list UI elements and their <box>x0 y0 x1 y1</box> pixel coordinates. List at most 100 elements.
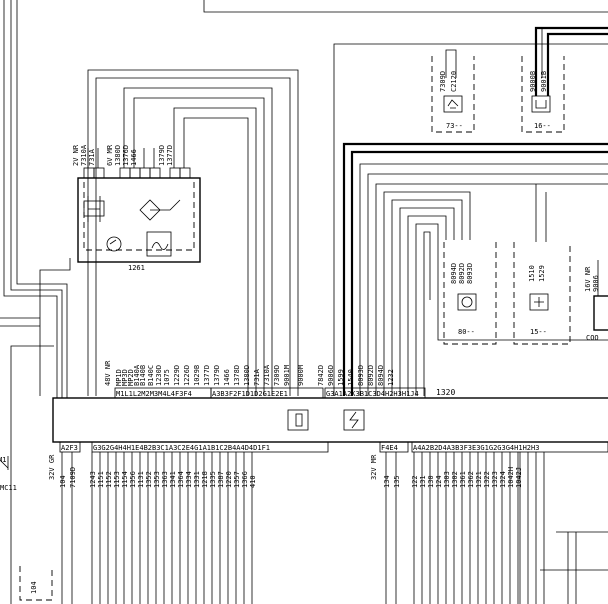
bottom-wire-label: 1366 <box>241 471 249 488</box>
connector-top-3-label: G3A1A2K3B1C3D4H2H3H1J4 <box>326 390 419 398</box>
top-wire-label: 8093D <box>357 365 365 386</box>
top-wire-label: 731A <box>253 368 261 386</box>
connector-top-1: M1L1L2M2M3M4L4F3F4 A3B3F2F1D1D2G1E2E1 G3… <box>114 387 426 399</box>
label-1466: 1466 <box>130 149 138 166</box>
component-15-label: 15-- <box>530 328 547 336</box>
bottom-wire-label: 1218 <box>201 471 209 488</box>
component-104[interactable]: 104 <box>19 566 53 601</box>
component-16[interactable]: 16-- <box>521 56 565 133</box>
bottom-wire-label: 1152 <box>105 471 113 488</box>
label-16v-nr: 16V NR <box>584 266 592 292</box>
component-80[interactable]: 80-- <box>443 242 497 345</box>
bottom-wire-label: 1042H <box>507 467 515 488</box>
top-wire-label: 1230D <box>155 365 163 386</box>
bottom-wire-label: 1324 <box>499 471 507 488</box>
bottom-wire-label: 1362 <box>467 471 475 488</box>
bottom-wire-label: 131 <box>419 475 427 488</box>
top-wire-label: 9001M <box>283 365 291 386</box>
bottom-wire-label: 1153 <box>113 471 121 488</box>
label-8092d: 8092D <box>458 263 466 284</box>
label-32v-gr: 32V GR <box>48 454 56 480</box>
bottom-wire-label: 410 <box>249 475 257 488</box>
bottom-wire-label: 1302 <box>451 471 459 488</box>
label-48v-nr: 48V NR <box>104 360 112 386</box>
top-wire-label: 1466 <box>223 369 231 386</box>
left-edge-wires <box>0 0 68 604</box>
top-wire-label: 8092D <box>367 365 375 386</box>
bottom-wire-label: 1352 <box>145 471 153 488</box>
sensor-icon <box>146 231 172 257</box>
component-80-label: 80-- <box>458 328 475 336</box>
bottom-wire-label: 1364 <box>177 471 185 488</box>
bottom-wire-label: 1220 <box>225 471 233 488</box>
bottom-wire-label: 1356 <box>129 471 137 488</box>
connector-bot-1-label: A2F3 <box>61 444 78 452</box>
bottom-wire-label: 104 <box>59 475 67 488</box>
bottom-wire-label: 1331 <box>193 471 201 488</box>
label-2v-nr: 2V NR <box>72 144 80 166</box>
component-mc11-label: MC11 <box>0 484 17 492</box>
connector-bot-3-label: F4E4 <box>381 444 398 452</box>
top-wire-label: 1075 <box>163 369 171 386</box>
component-1261-label: 1261 <box>128 264 145 272</box>
top-wire-label: B140C <box>147 365 155 386</box>
label-731a: 731A <box>88 148 96 166</box>
label-6v-mr: 6V MR <box>106 144 114 166</box>
connector-top-2-label: A3B3F2F1D1D2G1E2E1 <box>212 390 288 398</box>
bottom-wire-label: 130 <box>427 475 435 488</box>
label-9000b: 9000B <box>529 71 537 92</box>
component-coo[interactable]: 16V NR 9006 COO <box>584 260 608 342</box>
component-mc11[interactable]: M1 MC11 <box>0 456 17 492</box>
component-16-label: 16-- <box>534 122 551 130</box>
bottom-wire-label: 1363 <box>161 471 169 488</box>
component-coo-label: COO <box>586 334 599 342</box>
bottom-wire-label: 1303 <box>443 471 451 488</box>
top-wire-label: 9000M <box>297 365 305 386</box>
label-9001b: 9001B <box>540 71 548 92</box>
top-wire-label: 1380D <box>243 365 251 386</box>
top-wires <box>87 0 608 396</box>
top-wire-label: B140A <box>133 364 141 386</box>
bottom-wire-label: 1361 <box>459 471 467 488</box>
lower-right-wires <box>519 452 608 604</box>
component-1320-label: 1320 <box>436 388 455 397</box>
bottom-wire-label: 1131 <box>137 471 145 488</box>
top-wire-label: MP1D <box>115 369 123 386</box>
bottom-wire-label: 135 <box>393 475 401 488</box>
top-wire-label: MP3D <box>121 369 129 386</box>
thick-wires <box>342 142 608 396</box>
top-wire-label: B140B <box>139 365 147 386</box>
component-1261[interactable]: 1261 <box>77 167 201 272</box>
component-73[interactable]: 73-- <box>431 56 475 133</box>
connector-bottom: A2F3 G3G2G4H4H1E4B2B3C1A3C2E4G1A1B1C2B4A… <box>59 441 608 453</box>
top-wire-label: 7842D <box>317 365 325 386</box>
bottom-wire-label: 1334 <box>185 471 193 488</box>
top-wire-label: 1379D <box>213 365 221 386</box>
bottom-wire-label: 1335 <box>209 471 217 488</box>
top-wire-label: 1378D <box>233 365 241 386</box>
bottom-wire-label: 1323 <box>491 471 499 488</box>
label-1377d: 1377D <box>166 145 174 166</box>
component-73-label: 73-- <box>446 122 463 130</box>
top-wire-label: 1232 <box>387 369 395 386</box>
component-104-label: 104 <box>30 581 38 594</box>
top-wire-label: 1540 <box>347 369 355 386</box>
label-m11: M1 <box>0 456 6 464</box>
bottom-wire-label: 134 <box>383 475 391 488</box>
label-1510: 1510 <box>528 265 536 282</box>
top-wire-label: 1377D <box>203 365 211 386</box>
bottom-wire-label: 1151 <box>97 471 105 488</box>
bottom-wire-label: 122 <box>411 475 419 488</box>
label-7309d: 7309D <box>439 71 447 92</box>
label-32v-mr: 32V MR <box>370 454 378 480</box>
bottom-wire-label: 124 <box>435 475 443 488</box>
bottom-wire-label: 1357 <box>233 471 241 488</box>
top-wire-label: 7309D <box>273 365 281 386</box>
component-15[interactable]: 15-- <box>513 242 571 345</box>
top-wire-label: 1599 <box>337 369 345 386</box>
label-c2120: C2120 <box>450 71 458 92</box>
